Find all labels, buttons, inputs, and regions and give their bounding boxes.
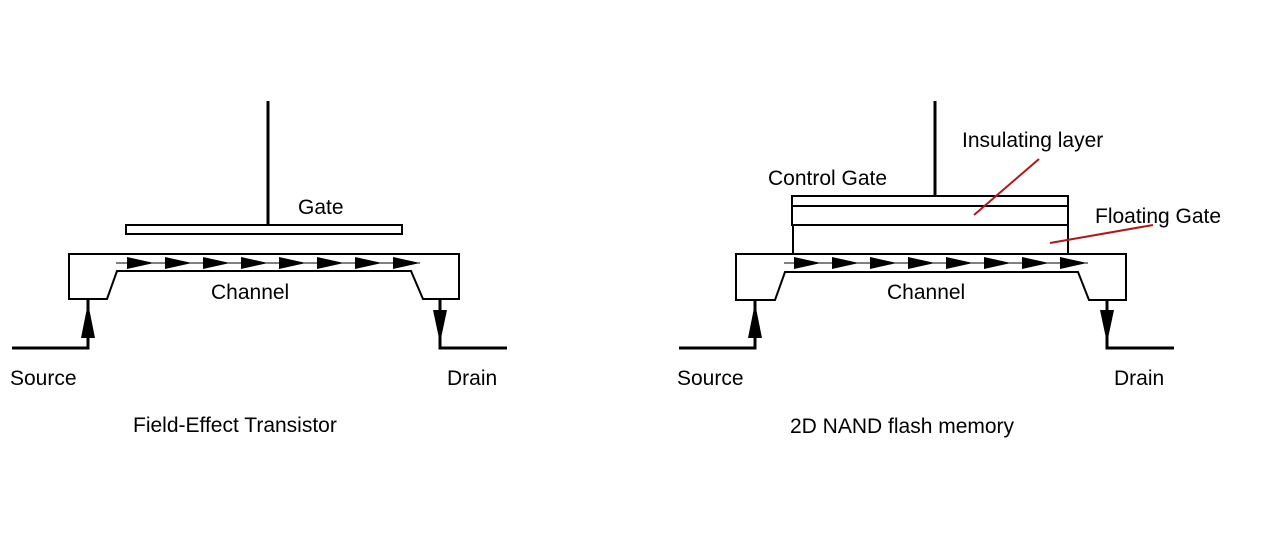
fet-source-wire: [12, 299, 90, 350]
fet-drain-wire: [438, 299, 507, 350]
nand-channel-arrow-icon: [794, 257, 821, 269]
nand-drain-arrow-icon: [1100, 310, 1114, 343]
fet-channel-arrow-icon: [241, 257, 268, 269]
nand-source-wire: [679, 300, 757, 350]
fet-channel-arrow-icon: [393, 257, 420, 269]
fet-drain-label: Drain: [447, 367, 497, 390]
nand-floating-leader-line: [1049, 224, 1154, 244]
fet-channel-arrow-icon: [127, 257, 154, 269]
nand-drain-label: Drain: [1114, 367, 1164, 390]
nand-source-arrow-icon: [748, 303, 762, 338]
nand-channel-arrow-icon: [1060, 257, 1087, 269]
nand-control-gate: [791, 195, 1069, 207]
fet-channel-arrow-icon: [355, 257, 382, 269]
nand-diagram: Control Gate Insulating layer Floating G…: [677, 101, 1221, 438]
fet-source-arrow-icon: [81, 303, 95, 338]
fet-channel-arrow-icon: [317, 257, 344, 269]
fet-drain-arrow-icon: [433, 310, 447, 343]
nand-source-label: Source: [677, 367, 744, 390]
nand-caption: 2D NAND flash memory: [790, 415, 1015, 438]
nand-channel-label: Channel: [887, 281, 965, 304]
nand-channel-arrow-icon: [984, 257, 1011, 269]
fet-channel-arrow-icon: [165, 257, 192, 269]
nand-channel-arrow-icon: [870, 257, 897, 269]
fet-channel-arrow-icon: [279, 257, 306, 269]
nand-insulating-leader-line: [973, 158, 1040, 216]
fet-channel-arrows: [127, 257, 420, 269]
fet-gate-label: Gate: [298, 196, 344, 219]
nand-channel-arrow-icon: [832, 257, 859, 269]
fet-channel-label: Channel: [211, 281, 289, 304]
fet-source-label: Source: [10, 367, 77, 390]
nand-control-gate-label: Control Gate: [768, 167, 887, 190]
nand-floating-gate-label: Floating Gate: [1095, 205, 1221, 228]
nand-insulating-layer: [791, 205, 1069, 226]
nand-drain-wire: [1105, 300, 1174, 350]
fet-caption: Field-Effect Transistor: [133, 414, 337, 437]
fet-channel-arrow-icon: [203, 257, 230, 269]
nand-channel-arrow-icon: [1022, 257, 1049, 269]
nand-substrate-body: [735, 253, 1127, 301]
nand-channel-arrows: [794, 257, 1087, 269]
nand-channel-arrow-icon: [946, 257, 973, 269]
fet-diagram: Gate Channel Source Drain Field-Effect T…: [10, 101, 507, 437]
nand-floating-gate: [792, 224, 1069, 255]
nand-channel-arrow-icon: [908, 257, 935, 269]
fet-substrate-body: [68, 253, 460, 300]
fet-gate-plate: [125, 224, 403, 235]
nand-insulating-layer-label: Insulating layer: [962, 129, 1103, 152]
